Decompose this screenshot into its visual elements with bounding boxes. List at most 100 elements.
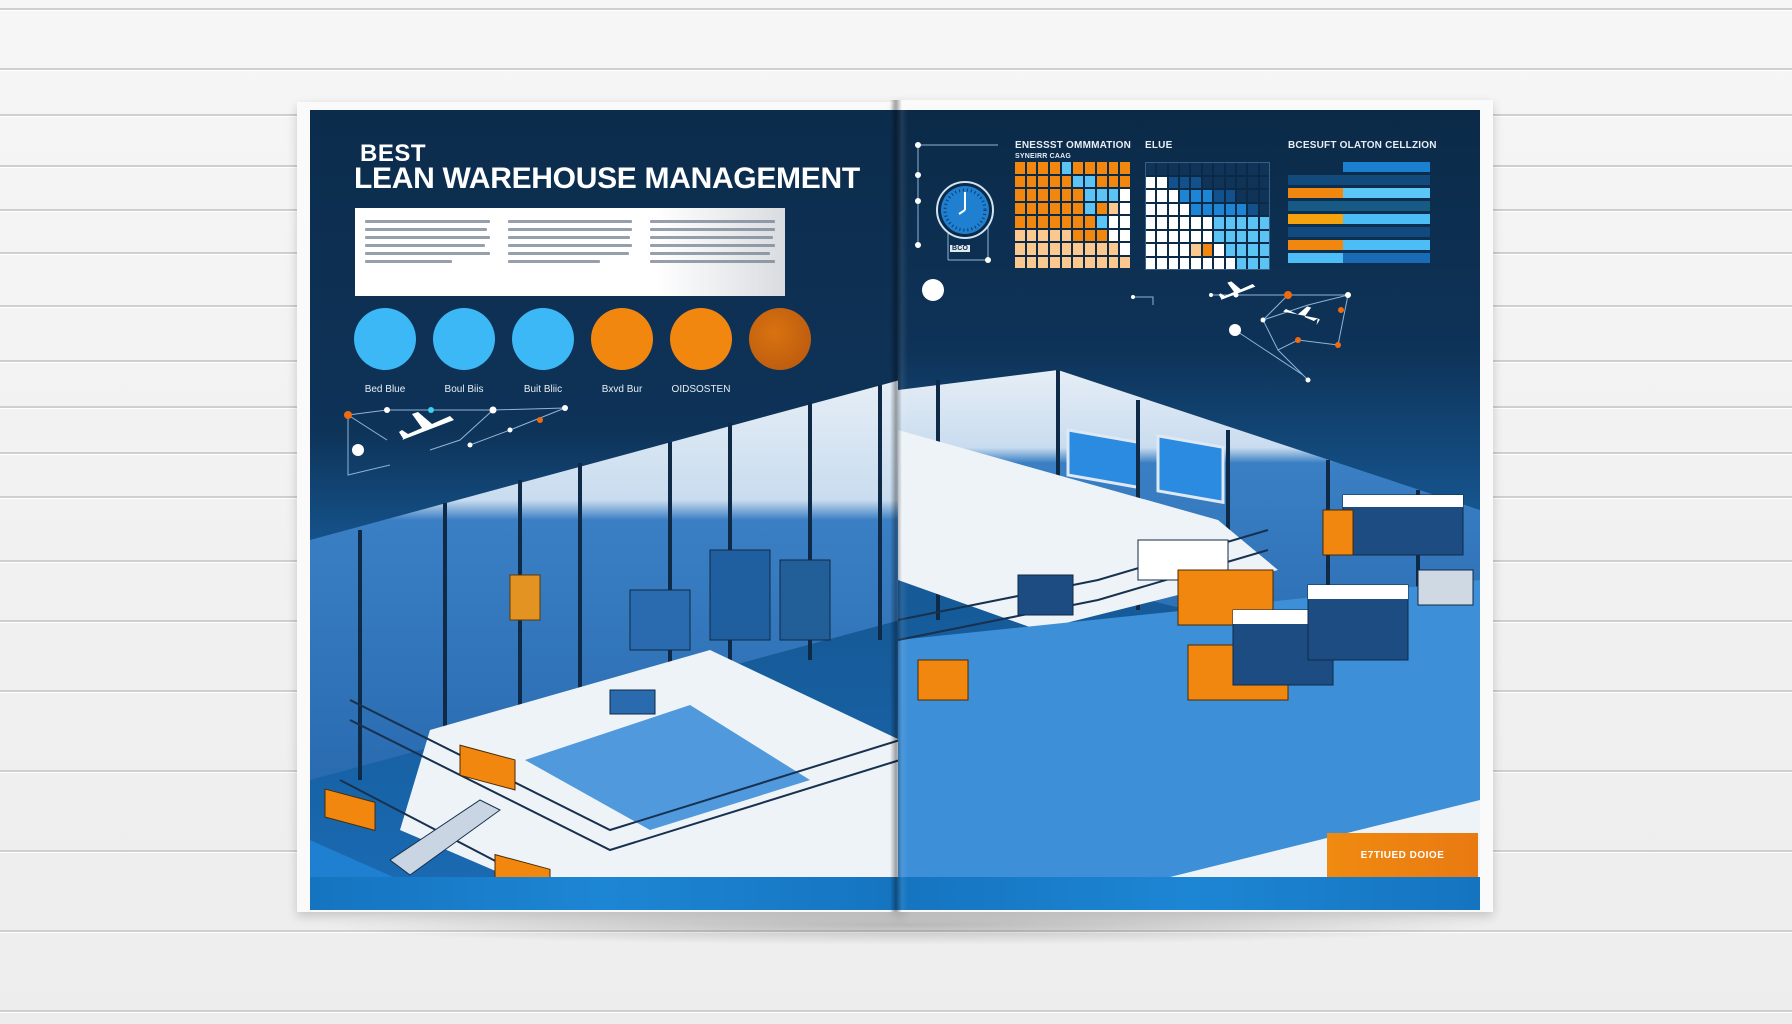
bar-row [1288,162,1430,172]
heatmap-cell [1225,257,1235,269]
intro-text-box [355,208,785,296]
swatch-label: Boul Biis [444,384,484,395]
heatmap-cell [1096,256,1107,268]
heatmap-cell [1015,216,1025,228]
heatmap-cell [1050,175,1060,187]
heatmap-cell [1050,162,1060,174]
heatmap-cell [1120,229,1130,241]
warehouse-illustration [898,370,1480,910]
heatmap-cell [1191,217,1201,229]
heatmap-cell [1236,244,1247,256]
heatmap-cell [1038,175,1049,187]
heatmap-cell [1157,230,1167,242]
swatch: OIDSOSTEN [670,308,732,395]
heatmap-cell [1096,202,1107,214]
heatmap-cell [1168,203,1179,215]
heatmap-cell [1157,176,1167,188]
heatmap-cell [1202,230,1213,242]
heatmap-cell [1108,243,1119,255]
heatmap-cell [1073,216,1084,228]
swatch-label: Bed Blue [364,384,406,395]
heatmap-cell [1073,202,1084,214]
network-diagram [344,405,568,476]
heatmap-cell [1085,162,1095,174]
bar-chart [1288,162,1430,263]
heatmap-cell [1026,175,1037,187]
heatmap-cell [1026,202,1037,214]
heatmap-cell [1120,162,1130,174]
color-swatches: Bed Blue Boul Biis Buit Bliic Bxvd Bur O… [354,308,811,395]
heatmap-cell [1061,189,1072,201]
heatmap-cell [1085,256,1095,268]
bar-row [1288,214,1430,224]
heatmap-cell [1085,243,1095,255]
heatmap-cell [1146,244,1156,256]
heatmap-cell [1248,257,1258,269]
heatmap-cell [1214,217,1224,229]
intro-column [650,220,776,284]
heatmap-cell [1146,217,1156,229]
heatmap-cell [1191,176,1201,188]
heatmap-cell [1191,244,1201,256]
heatmap-cell [1050,229,1060,241]
title-kicker: BEST [360,140,427,167]
clock-label: BCO [950,245,971,252]
heatmap-cell [1050,189,1060,201]
chart1-subtitle: SYNEIRR CAAG [1015,153,1072,160]
heatmap-cell [1085,229,1095,241]
heatmap-cell [1120,243,1130,255]
heatmap-cell [1191,190,1201,202]
heatmap-cell [1191,163,1201,175]
heatmap-cell [1146,230,1156,242]
clock-icon [936,181,994,239]
network-diagram [1131,291,1351,383]
heatmap-cell [1146,190,1156,202]
heatmap-cell [1180,176,1190,188]
heatmap-cell [1108,256,1119,268]
heatmap-cell [1157,244,1167,256]
heatmap-cell [1168,176,1179,188]
heatmap-cell [1157,217,1167,229]
heatmap-cell [1108,229,1119,241]
heatmap-cell [1050,243,1060,255]
heatmap-cell [1038,243,1049,255]
swatch: Boul Biis [433,308,495,395]
chart3-title: BCESUFT OLATON CELLZION [1288,140,1437,151]
bar-row [1288,227,1430,237]
heatmap-cell [1168,190,1179,202]
heatmap-cell [1120,256,1130,268]
heatmap-cell [1073,175,1084,187]
heatmap-cell [1085,189,1095,201]
heatmap-cell [1214,257,1224,269]
heatmap-cell [1214,190,1224,202]
swatch-circle [354,308,416,370]
heatmap-cell [1038,189,1049,201]
swatch-circle [591,308,653,370]
heatmap-cell [1214,176,1224,188]
heatmap-cell [1015,189,1025,201]
heatmap-cell [1180,230,1190,242]
heatmap-cell [1061,162,1072,174]
heatmap-cell [1038,162,1049,174]
heatmap-cell [1096,175,1107,187]
heatmap-cell [1259,176,1269,188]
heatmap-cell [1061,256,1072,268]
heatmap-cell [1236,203,1247,215]
bar-row [1288,240,1430,250]
swatch-circle [749,308,811,370]
heatmap-cell [1180,203,1190,215]
heatmap-cell [1085,216,1095,228]
heatmap-chart-1 [1015,162,1130,268]
heatmap-cell [1191,257,1201,269]
bottom-band [310,877,900,910]
heatmap-cell [1061,243,1072,255]
heatmap-cell [1157,190,1167,202]
heatmap-cell [1225,163,1235,175]
right-page: BCO ENESSST OMMMATION SYNEIRR CAAG ELUE … [898,110,1480,910]
heatmap-cell [1225,190,1235,202]
heatmap-cell [1050,256,1060,268]
heatmap-cell [1202,217,1213,229]
wall-plank-line [0,8,1792,10]
heatmap-cell [1214,244,1224,256]
heatmap-cell [1061,216,1072,228]
